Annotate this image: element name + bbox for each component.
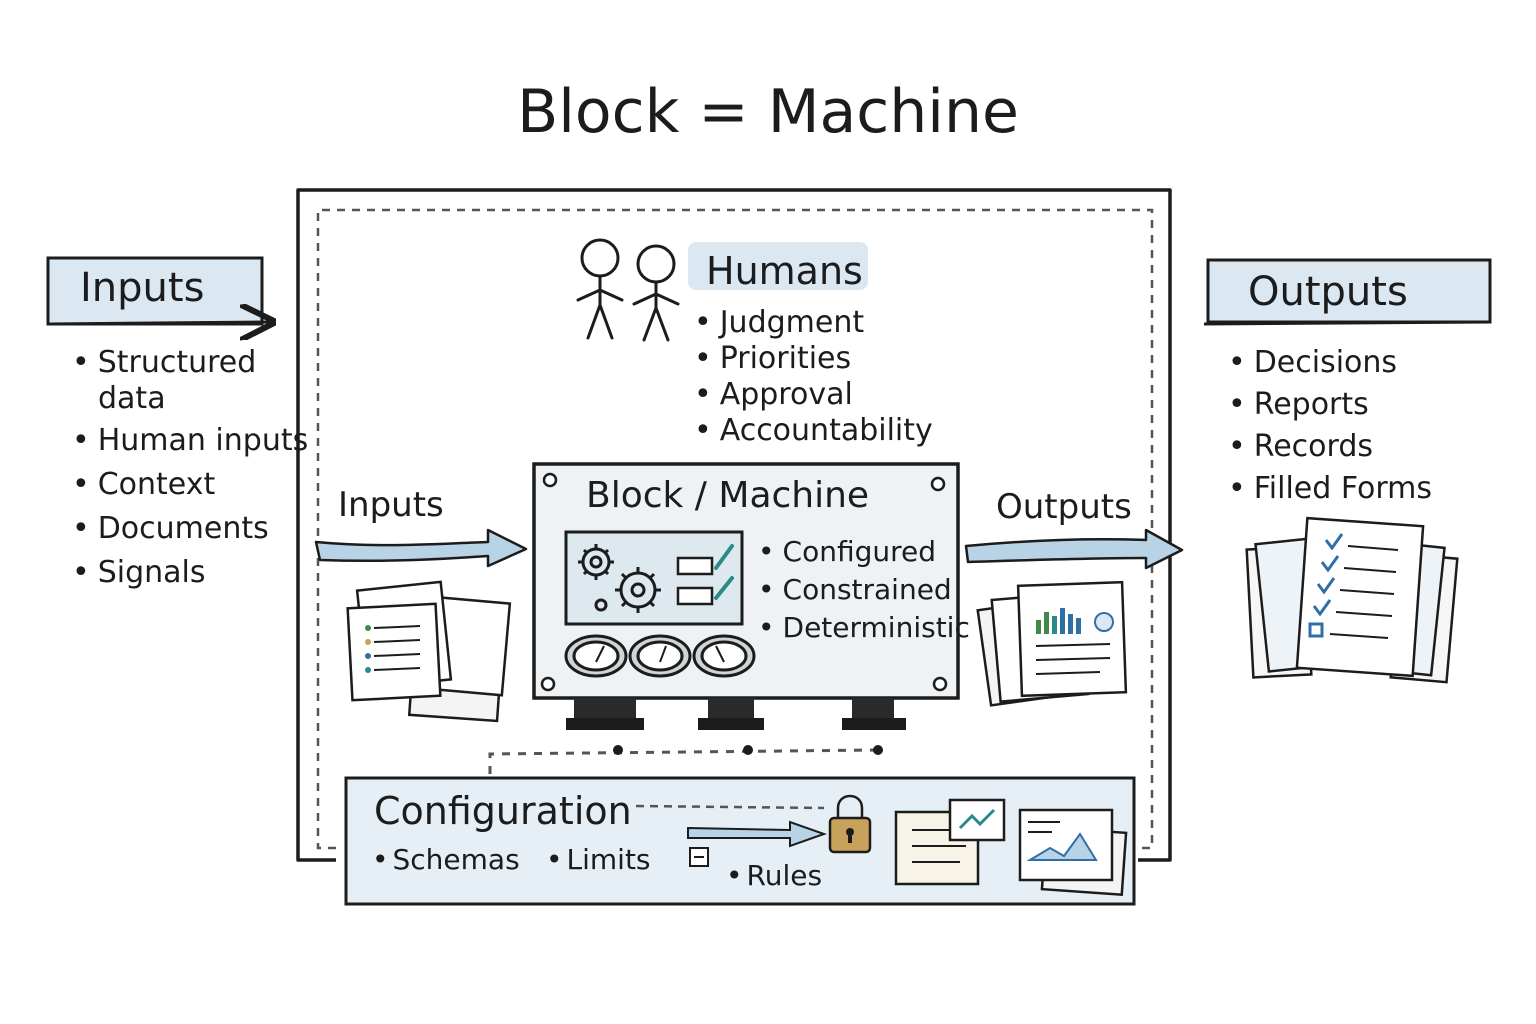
outputs-item: Decisions [1228, 348, 1397, 378]
machine-item: Configured [758, 538, 936, 566]
inputs-item: data [98, 381, 166, 416]
page-title: Block = Machine [517, 77, 1019, 147]
humans-item: Approval [694, 380, 853, 410]
outputs-item: Filled Forms [1228, 474, 1432, 504]
humans-item: Judgment [694, 308, 864, 338]
configuration-item: Rules [726, 862, 823, 890]
inputs-item: Signals [72, 558, 206, 588]
lock-icon [828, 794, 872, 854]
machine-screen [564, 530, 744, 626]
configuration-item: Schemas [372, 846, 520, 874]
flow-inputs-label: Inputs [338, 485, 444, 525]
configuration-item: Limits [546, 846, 651, 874]
inputs-item: Documents [72, 514, 269, 544]
inputs-item: Context [72, 470, 216, 500]
input-documents-icon [346, 580, 512, 723]
block-frame [296, 188, 1172, 862]
humans-item: Priorities [694, 344, 851, 374]
outputs-label: Outputs [1248, 269, 1408, 315]
gauge-icons [564, 634, 756, 678]
outputs-item: Records [1228, 432, 1373, 462]
outputs-box [1203, 258, 1492, 326]
outputs-flow-arrow [964, 528, 1184, 570]
humans-label: Humans [706, 249, 863, 293]
machine-item: Constrained [758, 576, 952, 604]
config-notes-icon [894, 798, 1006, 886]
inputs-flow-arrow [314, 528, 528, 568]
filled-forms-icon [1245, 516, 1459, 684]
humans-highlight [688, 242, 868, 290]
inputs-item: Human inputs [72, 426, 309, 456]
configuration-label: Configuration [374, 789, 632, 833]
block-inner-dashed-frame [316, 208, 1154, 850]
inputs-box [46, 256, 270, 324]
config-chart-icon [1018, 808, 1128, 897]
inputs-label: Inputs [80, 265, 205, 311]
machine-label: Block / Machine [586, 475, 870, 516]
gear-icon [578, 544, 661, 613]
machine-item: Deterministic [758, 614, 970, 642]
config-connector [488, 748, 881, 774]
flow-outputs-label: Outputs [996, 487, 1132, 527]
outputs-item: Reports [1228, 390, 1369, 420]
output-report-icon [976, 580, 1128, 707]
humans-figures-icon [576, 238, 680, 342]
humans-item: Accountability [694, 416, 933, 446]
inputs-item: Structured [72, 348, 257, 378]
checklist-icon [676, 544, 734, 606]
